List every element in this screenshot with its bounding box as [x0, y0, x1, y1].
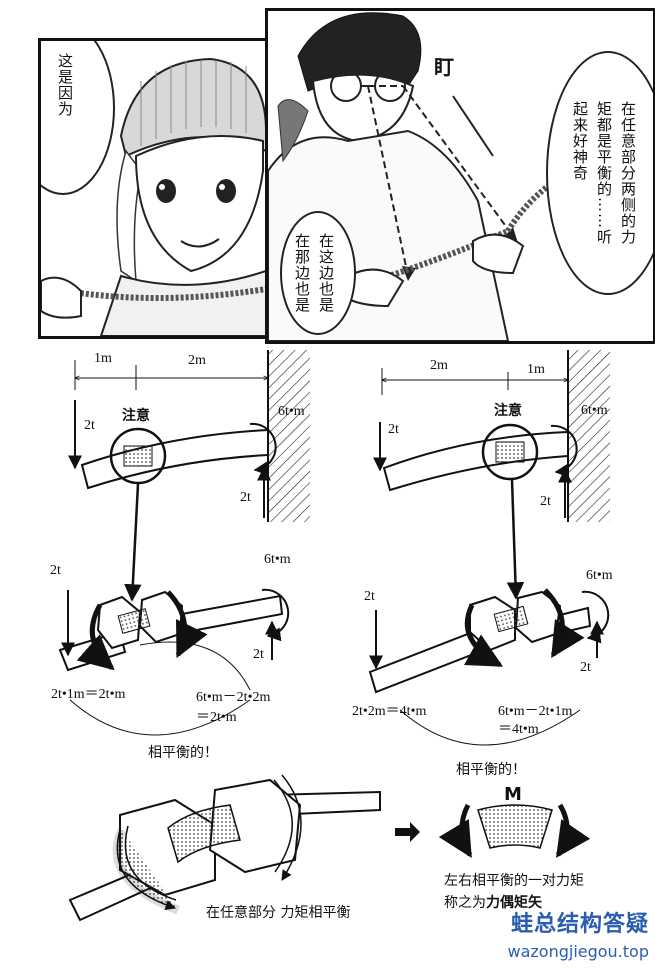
- right-dim-2m: 2m: [430, 358, 448, 373]
- caption-term: 力偶矩矢: [486, 895, 542, 911]
- caption-prefix: 称之为: [444, 895, 486, 911]
- left-moment-mid: 6t•m: [264, 552, 291, 567]
- right-reaction-mid: 2t: [580, 660, 591, 675]
- left-balance-text: 相平衡的！: [148, 745, 218, 761]
- couple-moment-label: M: [504, 784, 522, 805]
- right-force-mid: 2t: [364, 589, 375, 604]
- left-attention: 注意: [122, 408, 150, 424]
- left-equation-right-1: 6t•m－2t•2m: [196, 690, 271, 705]
- left-mid-free-body: [58, 588, 290, 736]
- left-dim-2m: 2m: [188, 353, 206, 368]
- sfx-stare: 盯: [434, 55, 454, 79]
- manga-panel-left: 这是因为: [38, 38, 269, 339]
- right-balance-text: 相平衡的！: [456, 762, 526, 778]
- right-reaction-top: 2t: [540, 494, 551, 509]
- left-equation-right-2: ＝2t•m: [196, 710, 237, 725]
- right-mid-free-body: [368, 588, 610, 746]
- left-reaction-mid: 2t: [253, 647, 264, 662]
- right-attention: 注意: [494, 403, 522, 419]
- right-dim-1m: 1m: [527, 362, 545, 377]
- speech-bubble-right: [546, 51, 653, 295]
- right-moment-top: 6t•m: [581, 403, 608, 418]
- left-reaction-top: 2t: [240, 490, 251, 505]
- right-top-beam-diagram: [373, 350, 610, 600]
- speech-text-right-col2: 矩都是平衡的……听: [595, 101, 613, 245]
- left-dim-1m: 1m: [94, 351, 112, 366]
- speech-text-left: 这是因为: [56, 53, 74, 117]
- speech-text-center-col1: 在这边也是: [317, 233, 335, 313]
- watermark-url[interactable]: wazongjiegou.top: [507, 942, 650, 961]
- right-equation-right-2: ＝4t•m: [498, 722, 539, 737]
- left-force-top: 2t: [84, 418, 95, 433]
- bottom-caption-right-2: 称之为力偶矩矢: [444, 892, 542, 912]
- right-moment-mid: 6t•m: [586, 568, 613, 583]
- left-moment-top: 6t•m: [278, 404, 305, 419]
- girl-illustration: [41, 57, 266, 336]
- speech-text-right-col3: 起来好神奇: [571, 101, 589, 181]
- manga-panel-right: 盯 在任意部分两侧的力 矩都是平衡的……听 起来好神奇 在这边也是 在那边也是: [265, 8, 655, 344]
- bottom-couple-diagram: [68, 774, 420, 922]
- speech-text-center-col2: 在那边也是: [293, 233, 311, 313]
- left-equation-left: 2t•1m＝2t•m: [51, 687, 126, 702]
- right-force-top: 2t: [388, 422, 399, 437]
- bottom-caption-right-1: 左右相平衡的一对力矩: [444, 873, 584, 889]
- left-force-mid: 2t: [50, 563, 61, 578]
- couple-moment-diagram: [438, 803, 591, 859]
- right-equation-left: 2t•2m＝4t•m: [352, 704, 427, 719]
- watermark-title: 蛙总结构答疑: [510, 912, 649, 937]
- speech-bubble-center: [280, 211, 356, 335]
- speech-text-right-col1: 在任意部分两侧的力: [619, 101, 637, 245]
- bottom-caption-left: 在任意部分 力矩相平衡: [206, 905, 351, 921]
- left-top-beam-diagram: [68, 350, 310, 602]
- right-equation-right-1: 6t•m－2t•1m: [498, 704, 573, 719]
